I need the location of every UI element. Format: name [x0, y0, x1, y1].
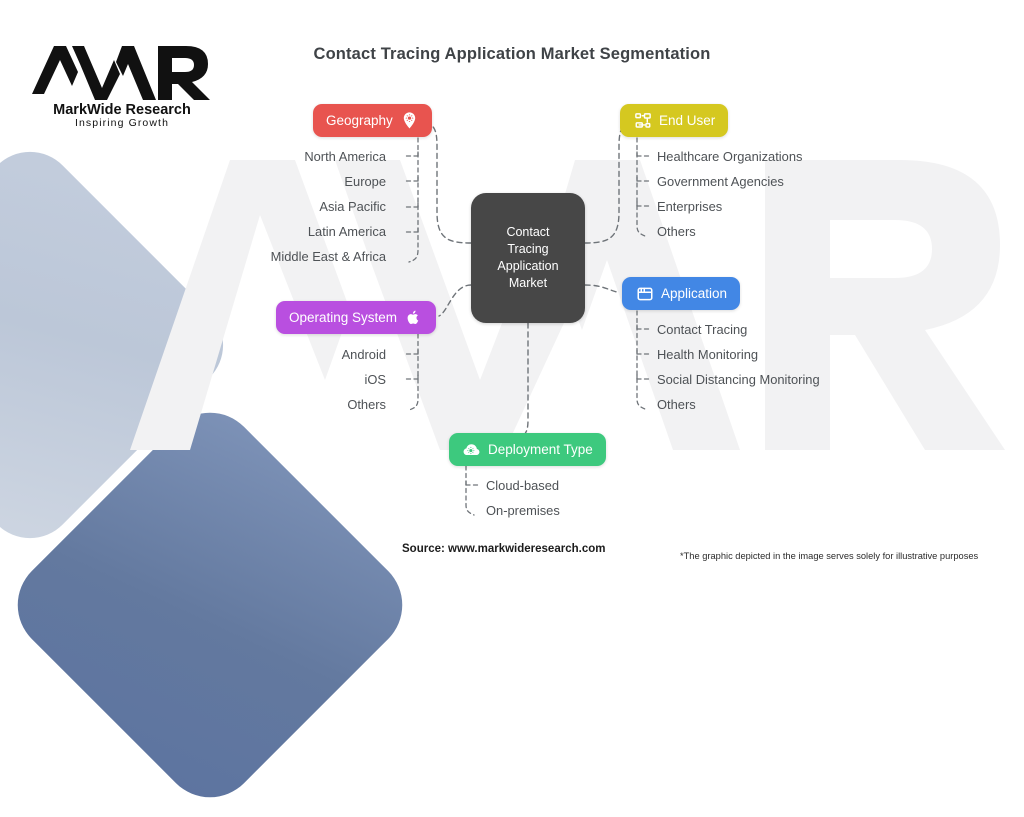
source-label: Source: www.markwideresearch.com	[402, 543, 606, 555]
map-pin-gear-icon	[400, 111, 419, 130]
brand-tagline: Inspiring Growth	[75, 117, 169, 128]
list-item[interactable]: Europe	[344, 174, 386, 189]
branch-label-deployment-type: Deployment Type	[488, 441, 593, 457]
branch-label-operating-system: Operating System	[289, 309, 398, 325]
center-node-label: Contact Tracing Application Market	[497, 225, 559, 290]
list-item[interactable]: Latin America	[307, 224, 386, 239]
branch-pill-application[interactable]: Application	[622, 277, 741, 310]
list-item[interactable]: Others	[657, 397, 696, 412]
list-item[interactable]: Others	[347, 397, 386, 412]
branch-pill-operating-system[interactable]: Operating System	[276, 301, 437, 334]
page-title: Contact Tracing Application Market Segme…	[313, 45, 711, 63]
list-item[interactable]: Health Monitoring	[657, 347, 759, 362]
list-item[interactable]: Middle East & Africa	[270, 249, 386, 264]
brand-logo: MarkWide Research Inspiring Growth	[32, 46, 210, 128]
list-item[interactable]: Contact Tracing	[657, 322, 748, 337]
branch-label-end-user: End User	[659, 112, 716, 128]
list-item[interactable]: Others	[657, 224, 696, 239]
cloud-gear-icon	[462, 440, 481, 459]
disclaimer-label: *The graphic depicted in the image serve…	[680, 551, 979, 561]
branch-pill-geography[interactable]: Geography	[313, 104, 432, 137]
branch-items-end-user: Healthcare Organizations Government Agen…	[637, 144, 927, 244]
list-item[interactable]: Social Distancing Monitoring	[657, 372, 820, 387]
branch-items-operating-system: Android iOS Others	[230, 342, 406, 417]
connector-lines	[405, 121, 650, 516]
branch-items-geography: North America Europe Asia Pacific Latin …	[170, 144, 406, 269]
list-item[interactable]: Cloud-based	[486, 478, 560, 493]
branch-items-deployment-type: Cloud-based On-premises	[466, 473, 686, 523]
list-item[interactable]: North America	[304, 149, 386, 164]
branch-label-geography: Geography	[326, 112, 393, 128]
sitemap-icon	[633, 111, 652, 130]
list-item[interactable]: Healthcare Organizations	[657, 149, 803, 164]
branch-items-application: Contact Tracing Health Monitoring Social…	[637, 317, 937, 417]
brand-name: MarkWide Research	[53, 102, 191, 118]
list-item[interactable]: Android	[341, 347, 386, 362]
apple-icon	[404, 308, 423, 327]
list-item[interactable]: On-premises	[486, 503, 560, 518]
list-item[interactable]: Enterprises	[657, 199, 723, 214]
browser-window-icon	[635, 284, 654, 303]
branch-label-application: Application	[661, 285, 728, 301]
list-item[interactable]: Government Agencies	[657, 174, 784, 189]
branch-pill-deployment-type[interactable]: Deployment Type	[449, 433, 606, 466]
center-node[interactable]: Contact Tracing Application Market	[471, 193, 585, 323]
list-item[interactable]: iOS	[364, 372, 387, 387]
list-item[interactable]: Asia Pacific	[319, 199, 386, 214]
infographic-canvas: MarkWide Research Inspiring Growth Conta…	[0, 45, 1005, 817]
branch-pill-end-user[interactable]: End User	[620, 104, 729, 137]
